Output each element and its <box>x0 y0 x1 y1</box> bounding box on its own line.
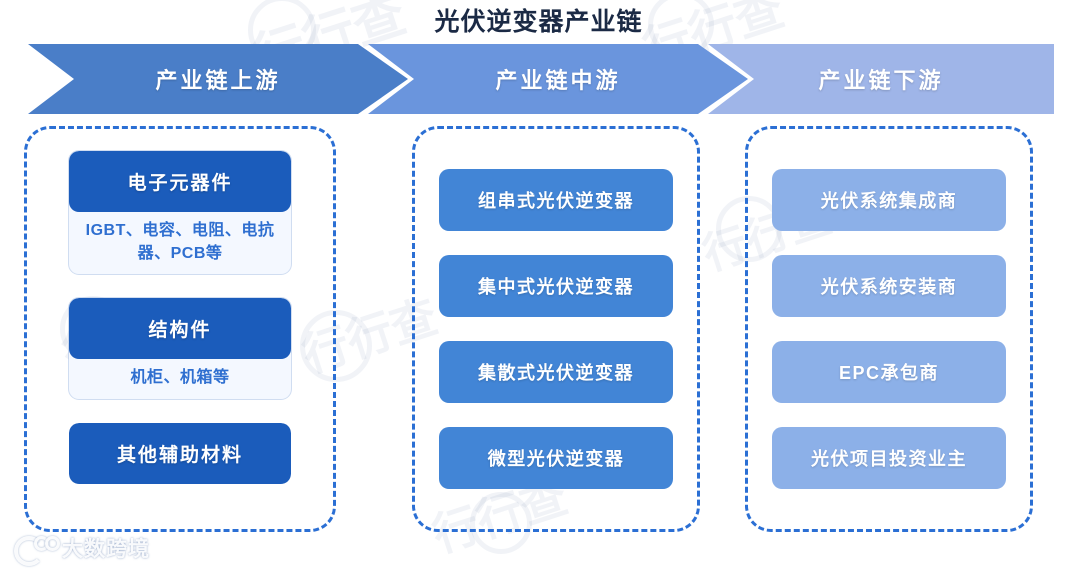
brand-logo-icon <box>14 535 60 566</box>
upstream-card-detail: IGBT、电容、电阻、电抗器、PCB等 <box>85 222 275 263</box>
downstream-item: EPC承包商 <box>772 341 1006 403</box>
stage-arrow-downstream: 产业链下游 <box>708 44 1054 114</box>
downstream-item: 光伏系统安装商 <box>772 255 1006 317</box>
page-title: 光伏逆变器产业链 <box>434 7 643 36</box>
upstream-column: 电子元器件 IGBT、电容、电阻、电抗器、PCB等 结构件 机柜、机箱等 其他辅… <box>24 126 336 532</box>
upstream-card-title: 结构件 <box>69 298 291 360</box>
upstream-card: 电子元器件 IGBT、电容、电阻、电抗器、PCB等 <box>69 151 291 275</box>
stage-arrow-midstream: 产业链中游 <box>368 44 748 114</box>
downstream-column: 光伏系统集成商 光伏系统安装商 EPC承包商 光伏项目投资业主 <box>745 126 1033 532</box>
midstream-item: 组串式光伏逆变器 <box>439 169 673 231</box>
midstream-column: 组串式光伏逆变器 集中式光伏逆变器 集散式光伏逆变器 微型光伏逆变器 <box>412 126 700 532</box>
downstream-item: 光伏项目投资业主 <box>772 427 1006 489</box>
stage-arrow-upstream: 产业链上游 <box>28 44 408 114</box>
upstream-card-title: 电子元器件 <box>69 151 291 212</box>
upstream-card: 结构件 机柜、机箱等 <box>69 298 291 399</box>
upstream-card-title: 其他辅助材料 <box>69 422 291 484</box>
midstream-item: 集散式光伏逆变器 <box>439 341 673 403</box>
midstream-item: 集中式光伏逆变器 <box>439 255 673 317</box>
midstream-item: 微型光伏逆变器 <box>439 427 673 489</box>
upstream-card: 其他辅助材料 <box>69 422 291 484</box>
downstream-item: 光伏系统集成商 <box>772 169 1006 231</box>
brand-watermark-label: 大数跨境 <box>62 538 150 561</box>
stage-arrow-band: 产业链上游 产业链中游 产业链下游 <box>28 44 1054 114</box>
brand-watermark: 大数跨境 <box>14 533 150 566</box>
upstream-card-detail: 机柜、机箱等 <box>130 369 230 387</box>
